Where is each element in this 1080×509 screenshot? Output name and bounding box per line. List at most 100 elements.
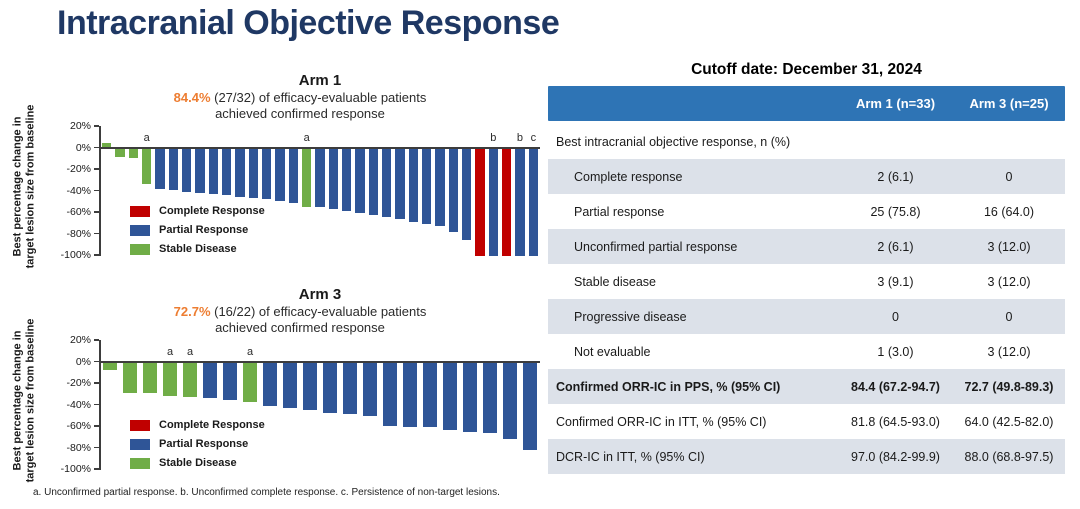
waterfall-bar-unconfirmed-complete [515,148,525,256]
row-label: Best intracranial objective response, n … [556,134,791,149]
y-tick-mark [94,189,99,192]
y-tick-label: -60% [66,206,91,218]
row-value-arm1: 84.4 (67.2-94.7) [851,379,940,394]
legend-item: Partial Response [130,435,265,453]
chart-title-arm3: Arm 3 [298,286,342,303]
red-swatch-icon [130,419,150,431]
y-tick-label: 0% [75,355,91,368]
waterfall-bar-stable [103,362,117,371]
waterfall-bar-partial [342,148,352,211]
red-swatch-icon [130,205,150,217]
waterfall-bar-partial [235,148,245,197]
legend-item: Complete Response [130,416,265,434]
row-value-arm3: 0 [1005,169,1013,184]
y-tick-label: -100% [60,249,91,261]
chart-subtitle-line1: 72.7% (16/22) of efficacy-evaluable pati… [60,304,540,320]
waterfall-bar-partial [443,362,457,431]
waterfall-bar-partial [323,362,337,414]
waterfall-bar-partial [248,148,258,198]
legend-label: Partial Response [159,438,249,450]
y-axis-label: Best percentage change in target lesion … [11,318,37,483]
chart-subtitle-line1: 84.4% (27/32) of efficacy-evaluable pati… [60,90,540,106]
waterfall-bar-partial [395,148,405,220]
y-tick-mark [94,339,99,341]
waterfall-bar-stable [115,148,125,158]
y-tick-mark [94,425,99,427]
table-header-row: Arm 1 (n=33)Arm 3 (n=25) [548,86,1065,121]
waterfall-bar-partial [463,362,477,433]
legend-label: Stable Disease [159,243,237,255]
row-value-arm3: 3 (12.0) [987,344,1031,359]
row-value-arm1: 2 (6.1) [877,169,914,184]
waterfall-bar-unconfirmed-partial [163,362,177,396]
waterfall-bar-partial [423,362,437,427]
y-tick-label: -60% [66,420,91,432]
waterfall-bar-partial [223,362,237,401]
legend-item: Complete Response [130,202,265,220]
waterfall-bar-partial [343,362,357,415]
table-row: Confirmed ORR-IC in ITT, % (95% CI)81.8 … [548,404,1065,439]
row-label: Not evaluable [574,344,651,359]
row-label: Unconfirmed partial response [574,239,738,254]
waterfall-bar-stable [102,143,112,148]
waterfall-bar-partial [275,148,285,202]
waterfall-bar-partial [448,148,458,233]
legend-label: Complete Response [159,419,265,431]
row-label: Complete response [574,169,683,184]
waterfall-bar-partial [283,362,297,408]
response-rate-highlight: 84.4% [173,90,211,105]
table-header-arm1: Arm 1 (n=33) [855,96,936,111]
y-tick-mark [94,125,99,127]
waterfall-bar-partial [222,148,232,195]
bar-note-a: a [166,345,174,358]
chart-subtitle-line2: achieved confirmed response [215,320,385,335]
waterfall-bar-partial [483,362,497,434]
blue-swatch-icon [130,224,150,236]
y-tick-mark [94,232,99,235]
waterfall-bar-partial [355,148,365,213]
waterfall-bar-partial [288,148,298,204]
response-table: Arm 1 (n=33)Arm 3 (n=25) Best intracrania… [548,86,1065,474]
waterfall-bar-unconfirmed-partial [142,148,152,184]
waterfall-bar-partial [168,148,178,191]
waterfall-bar-unconfirmed-complete [488,148,498,256]
row-value-arm1: 3 (9.1) [877,274,914,289]
waterfall-bar-partial [315,148,325,207]
waterfall-bar-partial [403,362,417,427]
waterfall-bar-partial [503,362,517,439]
y-tick-label: 20% [69,120,91,132]
waterfall-bar-stable [128,148,138,159]
waterfall-bar-partial [182,148,192,192]
y-axis-line [99,126,101,256]
waterfall-bar-partial [195,148,205,193]
y-tick-label: -80% [66,441,91,454]
y-tick-label: -20% [66,377,91,389]
y-axis-line [99,340,101,470]
waterfall-bar-unconfirmed-partial [302,148,312,207]
y-tick-mark [94,168,99,170]
y-tick-mark [94,254,99,256]
waterfall-bar-partial [382,148,392,218]
row-value-arm1: 81.8 (64.5-93.0) [851,414,940,429]
cutoff-date-title: Cutoff date: December 31, 2024 [691,61,922,78]
row-value-arm3: 16 (64.0) [983,204,1035,219]
y-tick-mark [94,446,99,449]
subtitle-rest: (16/22) of efficacy-evaluable patients [210,304,427,319]
waterfall-bar-partial [435,148,445,226]
y-tick-label: -80% [66,227,91,240]
green-swatch-icon [130,457,150,469]
zero-baseline [100,361,540,363]
blue-swatch-icon [130,438,150,450]
waterfall-bar-unconfirmed-partial [183,362,197,397]
y-tick-label: 0% [75,141,91,154]
legend-item: Partial Response [130,221,265,239]
